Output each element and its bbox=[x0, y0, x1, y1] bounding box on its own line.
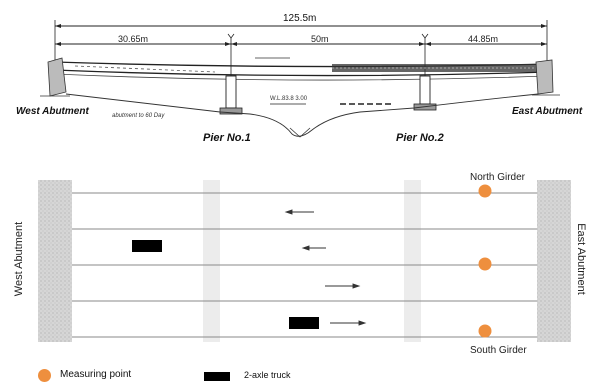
measuring-point-legend-icon bbox=[38, 369, 51, 382]
truck-westbound bbox=[132, 240, 162, 252]
ground-profile bbox=[65, 93, 539, 137]
measuring-point-south bbox=[478, 324, 492, 338]
pier-1-block bbox=[203, 180, 220, 342]
east-abutment-label: East Abutment bbox=[512, 106, 583, 117]
bridge-deck bbox=[54, 57, 548, 81]
truck-legend-label: 2-axle truck bbox=[244, 370, 291, 380]
pier-2-block bbox=[404, 180, 421, 342]
east-abutment-shape bbox=[532, 59, 560, 96]
east-abutment-vertical-label: East Abutment bbox=[575, 223, 587, 295]
upstream-annotation: abutment to 60 Day bbox=[112, 113, 165, 119]
traffic-arrows bbox=[284, 209, 367, 326]
south-girder-label: South Girder bbox=[470, 345, 527, 356]
total-span-label: 125.5m bbox=[283, 13, 317, 24]
east-abutment-block bbox=[537, 180, 571, 342]
truck-legend-icon bbox=[204, 372, 230, 381]
measuring-point-middle bbox=[478, 257, 492, 271]
pier-1-label: Pier No.1 bbox=[203, 132, 251, 144]
pier-1-shape bbox=[219, 75, 243, 115]
girder-lines bbox=[72, 192, 537, 338]
west-abutment-label: West Abutment bbox=[16, 106, 89, 117]
pier-2-shape bbox=[413, 75, 437, 111]
measuring-point-north bbox=[478, 184, 492, 198]
pier-2-label: Pier No.2 bbox=[396, 132, 444, 144]
span-2-label: 50m bbox=[311, 34, 329, 44]
water-level-annotation: W.L.83.8 3.00 bbox=[270, 96, 308, 102]
elevation-drawing bbox=[40, 20, 560, 138]
truck-eastbound bbox=[289, 317, 319, 329]
west-abutment-block bbox=[38, 180, 72, 342]
measuring-point-legend-label: Measuring point bbox=[60, 369, 132, 380]
span-3-label: 44.85m bbox=[468, 34, 499, 44]
west-abutment-shape bbox=[40, 57, 70, 97]
span-1-label: 30.65m bbox=[118, 34, 149, 44]
north-girder-label: North Girder bbox=[470, 172, 526, 183]
west-abutment-vertical-label: West Abutment bbox=[13, 221, 25, 297]
